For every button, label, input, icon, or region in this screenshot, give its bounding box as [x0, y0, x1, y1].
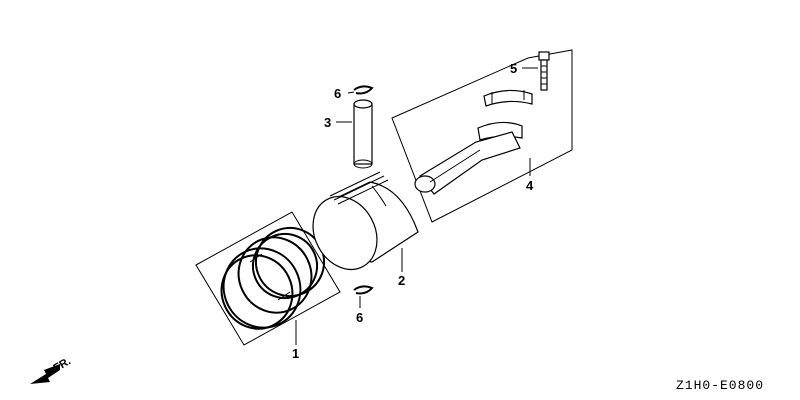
callout-3: 3 — [324, 115, 331, 130]
callout-6-top: 6 — [334, 86, 341, 101]
rod-bolt — [538, 51, 550, 91]
front-direction-indicator: FR. — [30, 355, 73, 384]
callout-5: 5 — [510, 61, 517, 76]
piston-pin — [353, 99, 373, 169]
connecting-rod — [391, 49, 573, 223]
pin-clip-bottom — [353, 285, 374, 295]
callout-4: 4 — [526, 178, 534, 193]
callout-6-bottom: 6 — [356, 310, 363, 325]
leader-line-6-top — [347, 91, 355, 94]
pin-clip-top — [353, 85, 374, 95]
piston — [312, 171, 419, 270]
piston-ring-set — [195, 211, 341, 346]
callout-2: 2 — [398, 273, 405, 288]
callout-1: 1 — [292, 346, 299, 361]
front-arrow-icon — [30, 364, 60, 384]
diagram-code: Z1H0-E0800 — [676, 378, 764, 393]
front-label: FR. — [52, 355, 73, 374]
